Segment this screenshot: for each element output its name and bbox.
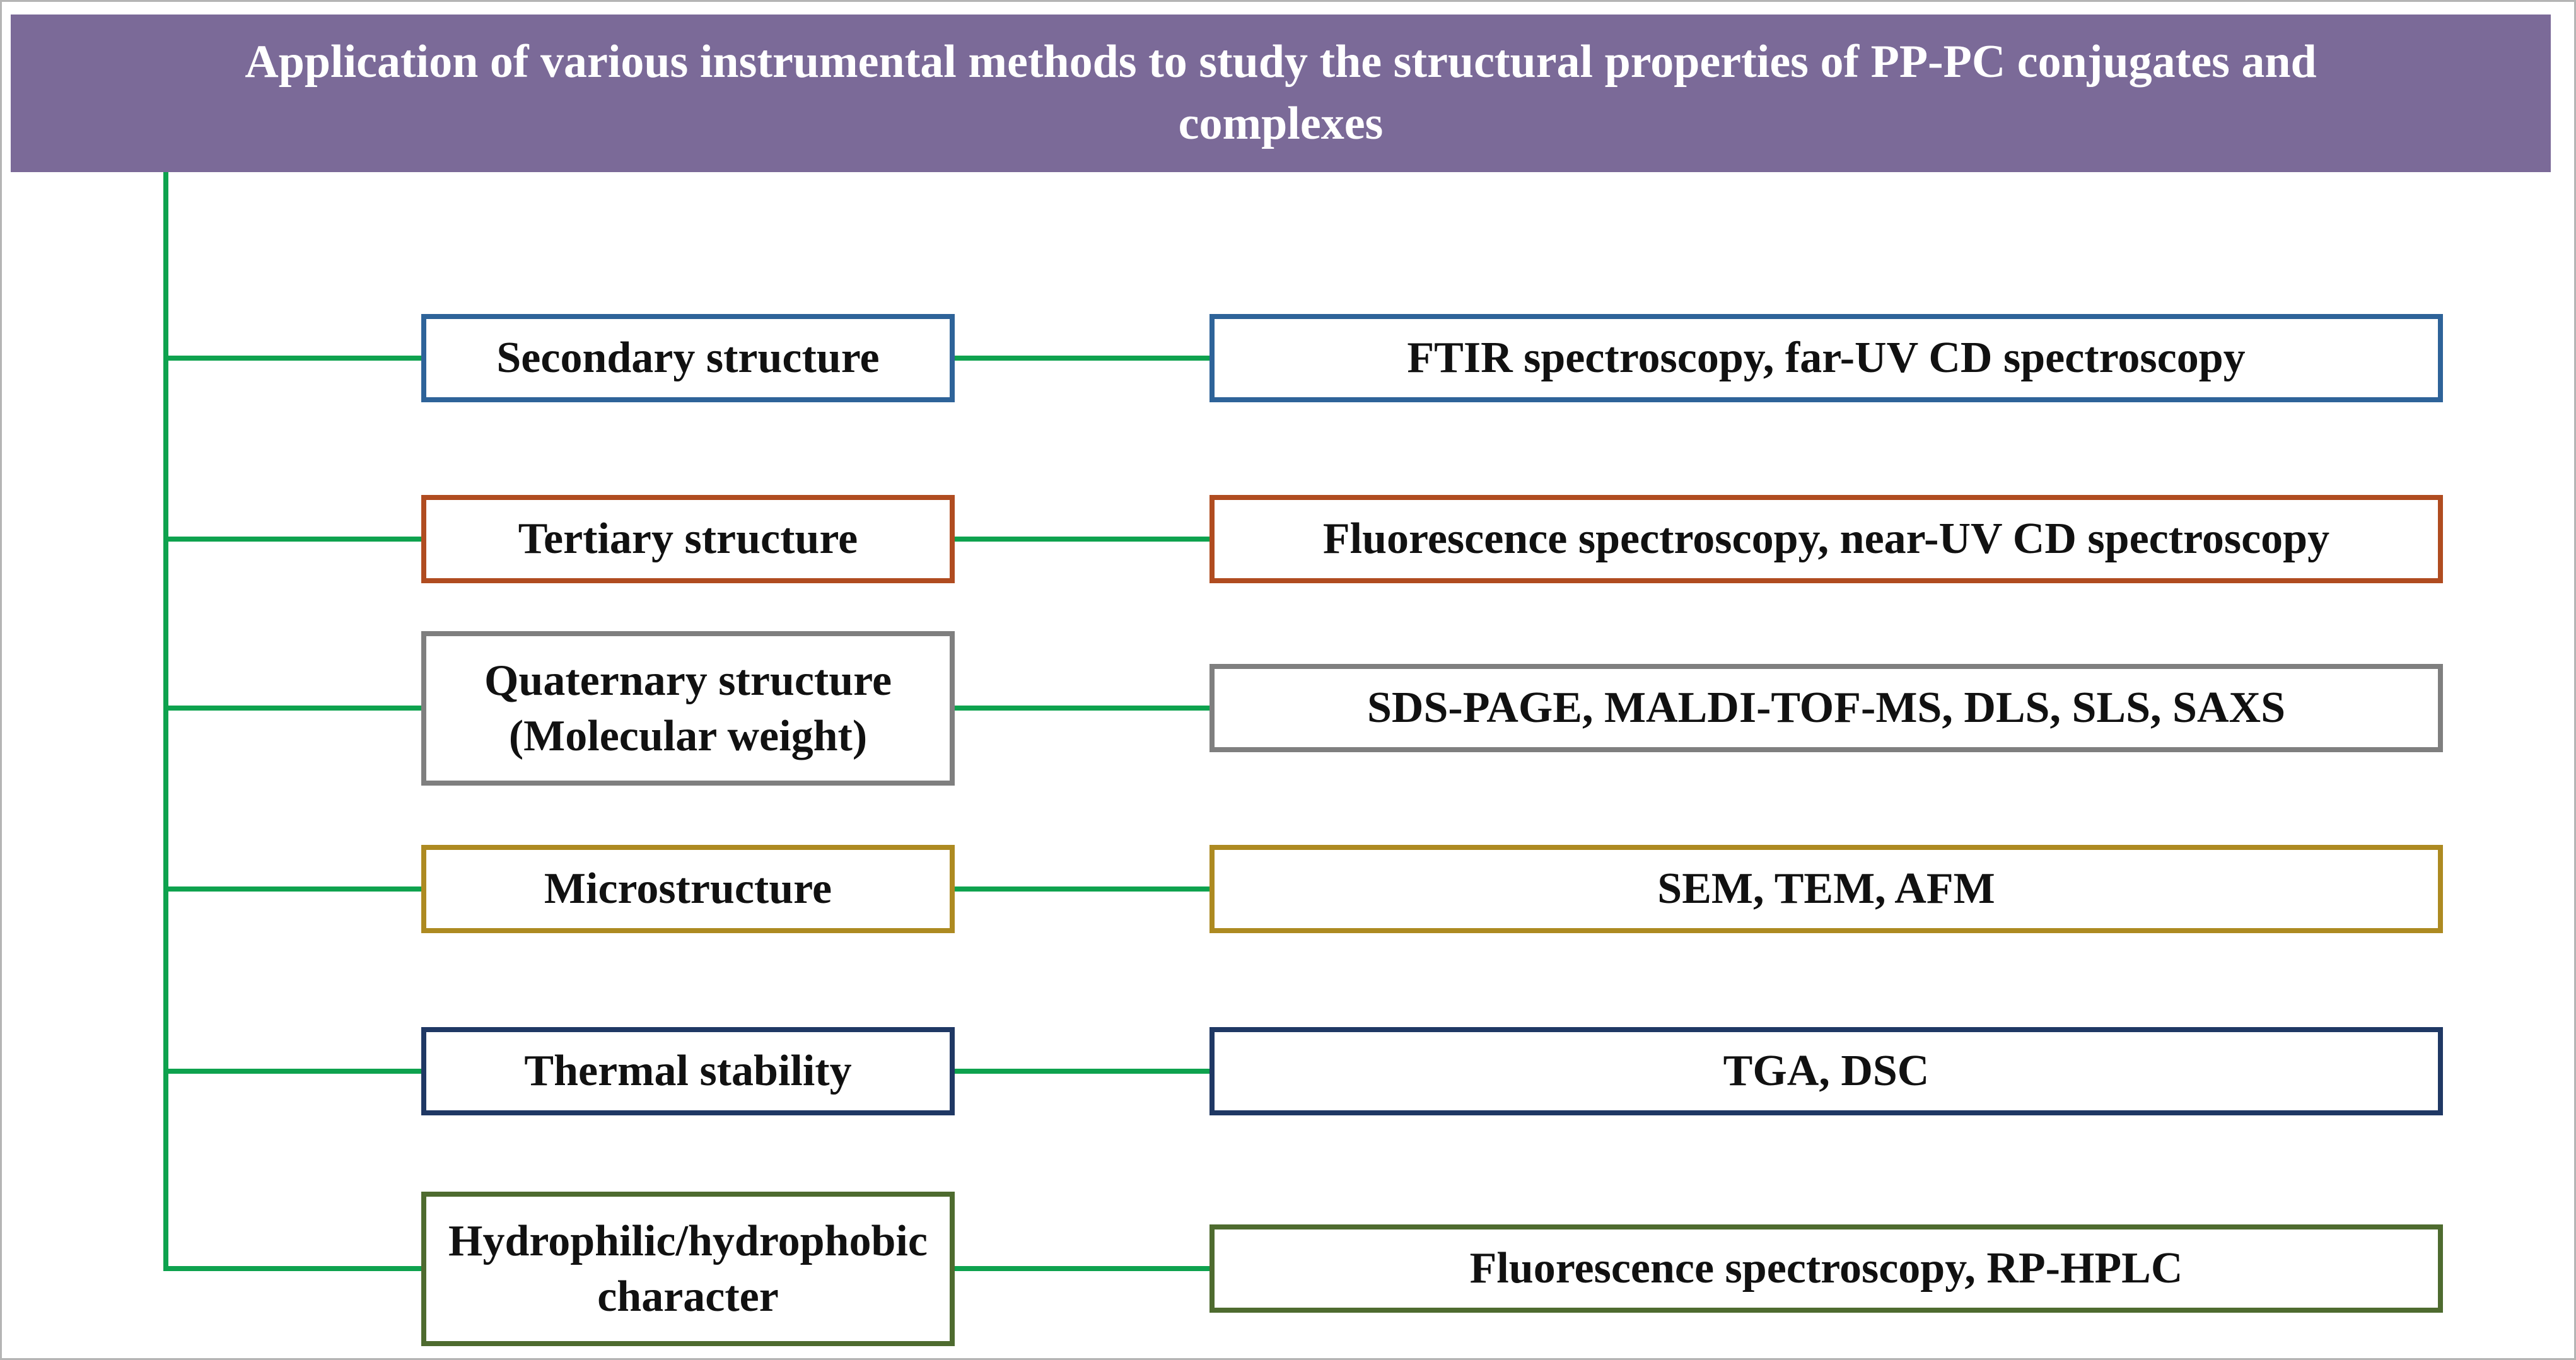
methods-label: Fluorescence spectroscopy, RP-HPLC — [1469, 1244, 2183, 1293]
methods-label: FTIR spectroscopy, far-UV CD spectroscop… — [1407, 334, 2246, 383]
property-label: Tertiary structure — [518, 514, 858, 564]
methods-box-microstructure: SEM, TEM, AFM — [1209, 845, 2443, 933]
methods-box-tertiary-structure: Fluorescence spectroscopy, near-UV CD sp… — [1209, 495, 2443, 583]
methods-box-hydrophilic-character: Fluorescence spectroscopy, RP-HPLC — [1209, 1224, 2443, 1313]
branch-line — [163, 886, 421, 892]
connector-trunk — [163, 172, 168, 1271]
property-label: Thermal stability — [524, 1047, 852, 1096]
branch-line — [163, 537, 421, 542]
methods-label: SEM, TEM, AFM — [1657, 864, 1995, 914]
property-box-hydrophilic-character: Hydrophilic/hydrophobic character — [421, 1192, 955, 1346]
methods-label: Fluorescence spectroscopy, near-UV CD sp… — [1322, 514, 2330, 564]
link-line — [955, 706, 1209, 711]
link-line — [955, 1266, 1209, 1271]
methods-label: SDS-PAGE, MALDI-TOF-MS, DLS, SLS, SAXS — [1367, 683, 2286, 733]
property-box-thermal-stability: Thermal stability — [421, 1027, 955, 1115]
methods-box-quaternary-structure: SDS-PAGE, MALDI-TOF-MS, DLS, SLS, SAXS — [1209, 664, 2443, 752]
branch-line — [163, 356, 421, 361]
branch-line — [163, 706, 421, 711]
methods-box-thermal-stability: TGA, DSC — [1209, 1027, 2443, 1115]
methods-box-secondary-structure: FTIR spectroscopy, far-UV CD spectroscop… — [1209, 314, 2443, 402]
branch-line — [163, 1069, 421, 1074]
property-label: Hydrophilic/hydrophobic character — [448, 1217, 928, 1321]
title-banner: Application of various instrumental meth… — [11, 15, 2551, 172]
property-label: Secondary structure — [496, 334, 880, 383]
link-line — [955, 356, 1209, 361]
property-box-tertiary-structure: Tertiary structure — [421, 495, 955, 583]
property-box-microstructure: Microstructure — [421, 845, 955, 933]
link-line — [955, 886, 1209, 892]
methods-label: TGA, DSC — [1723, 1047, 1930, 1096]
property-box-quaternary-structure: Quaternary structure (Molecular weight) — [421, 631, 955, 786]
page-title: Application of various instrumental meth… — [245, 36, 2317, 149]
property-label: Quaternary structure (Molecular weight) — [484, 656, 892, 760]
link-line — [955, 1069, 1209, 1074]
property-label: Microstructure — [544, 864, 832, 914]
link-line — [955, 537, 1209, 542]
property-box-secondary-structure: Secondary structure — [421, 314, 955, 402]
branch-line — [163, 1266, 421, 1271]
